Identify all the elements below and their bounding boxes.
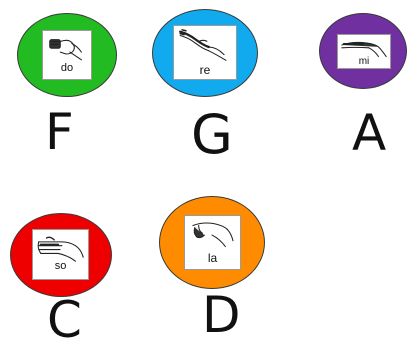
so-card: so (32, 229, 89, 280)
do-card: do (42, 30, 92, 80)
la-card: la (184, 215, 241, 270)
note-d: D (202, 290, 241, 340)
note-f: F (45, 107, 74, 157)
so-syllable: so (33, 261, 88, 272)
mi-circle: mi (319, 13, 407, 89)
la-syllable: la (185, 252, 240, 264)
note-g: G (191, 108, 233, 162)
re-syllable: re (174, 64, 236, 76)
do-circle: do (17, 13, 117, 97)
note-c: C (47, 295, 82, 345)
mi-card: mi (337, 34, 391, 69)
mi-syllable: mi (338, 57, 390, 67)
do-syllable: do (43, 63, 91, 74)
re-card: re (173, 25, 237, 80)
note-a: A (352, 108, 386, 158)
fist-hand-icon (43, 31, 91, 66)
la-circle: la (159, 196, 265, 289)
slanted-hand-icon (174, 26, 236, 64)
re-circle: re (152, 9, 258, 97)
so-circle: so (10, 213, 112, 297)
drooping-hand-icon (185, 216, 240, 254)
